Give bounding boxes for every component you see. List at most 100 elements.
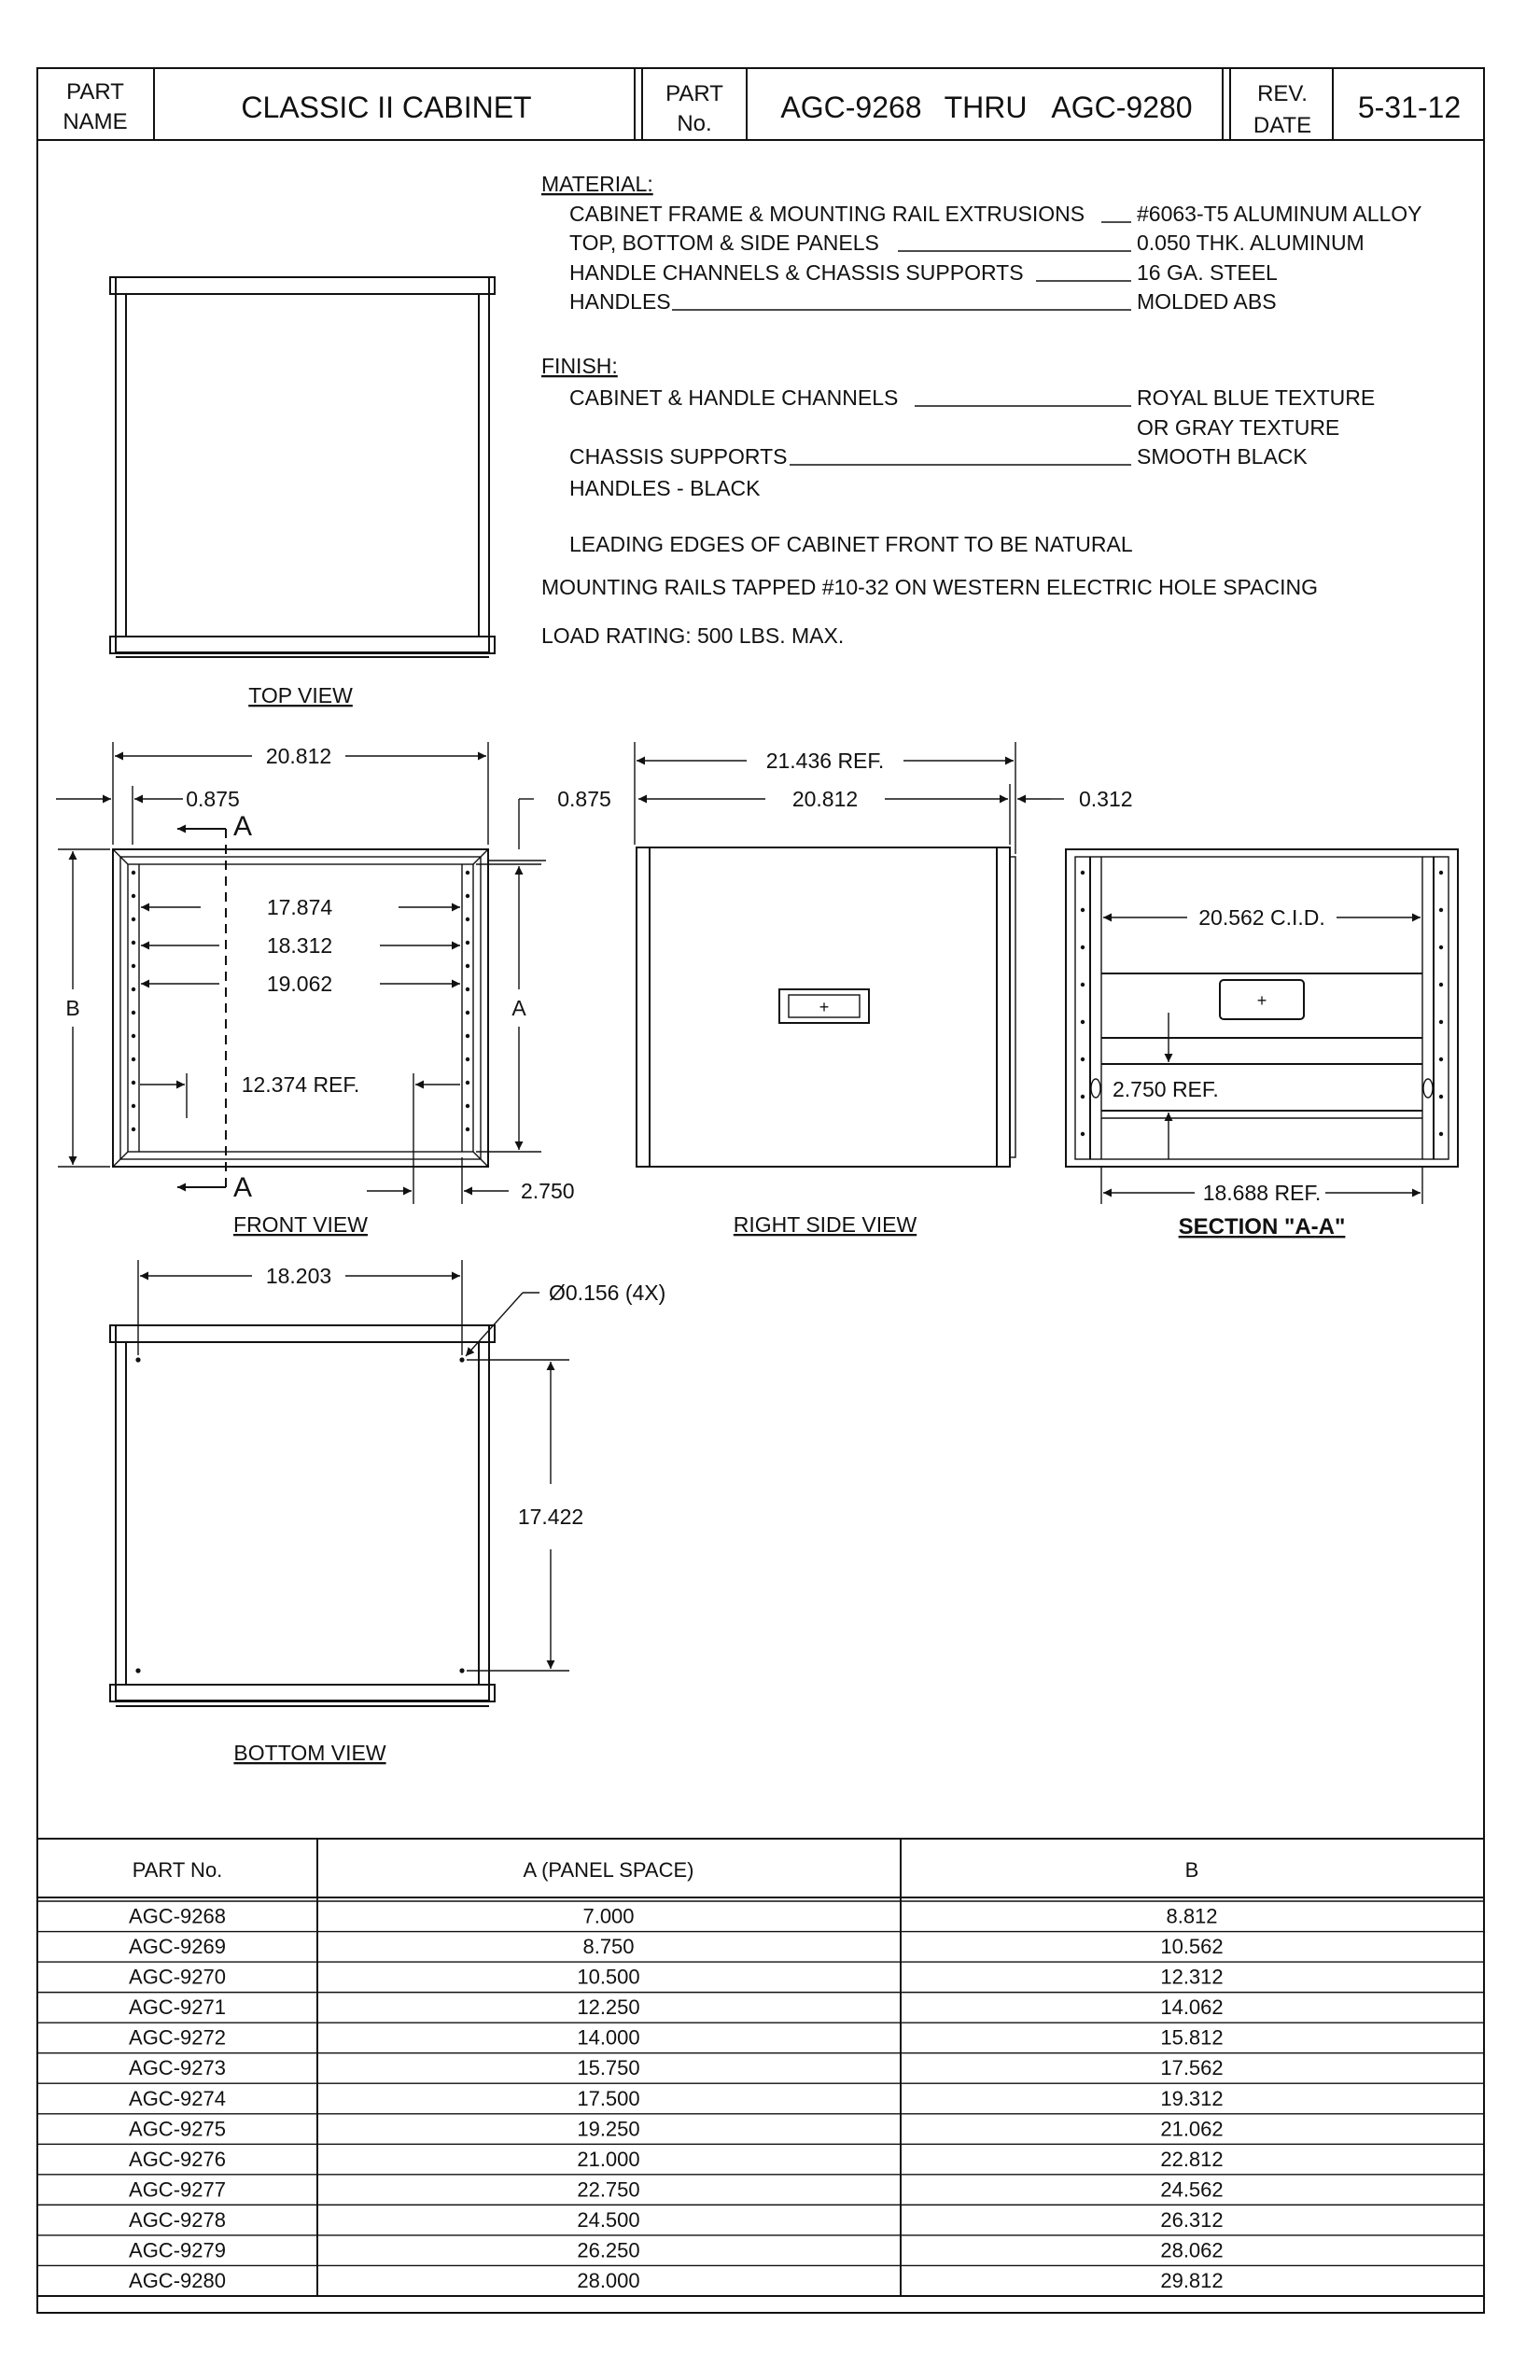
- table-cell-a: 28.000: [577, 2269, 639, 2292]
- dim-side-depth: 20.812: [792, 787, 858, 811]
- table-cell-part-no: AGC-9275: [129, 2117, 226, 2140]
- table-header-b: B: [1185, 1858, 1199, 1882]
- left-rail-holes: [131, 870, 136, 1132]
- note-leading-edges: LEADING EDGES OF CABINET FRONT TO BE NAT…: [569, 532, 1133, 556]
- top-view: TOP VIEW: [109, 276, 496, 707]
- front-view-label: FRONT VIEW: [233, 1212, 368, 1237]
- table-cell-a: 14.000: [577, 2026, 639, 2050]
- table-cell-part-no: AGC-9280: [129, 2269, 226, 2292]
- table-row: AGC-9273 15.750 17.562: [129, 2056, 1224, 2079]
- section-a-a: + 20.562 C.I.D. 2.750 REF. 18.688 REF. S…: [1065, 848, 1459, 1239]
- section-mark-top: A: [233, 811, 252, 842]
- table-cell-part-no: AGC-9279: [129, 2238, 226, 2261]
- table-row: AGC-9270 10.500 12.312: [129, 1966, 1224, 1989]
- table-row: AGC-9279 26.250 28.062: [129, 2238, 1224, 2261]
- table-cell-part-no: AGC-9271: [129, 1995, 226, 2019]
- dim-section-ref-height: 2.750 REF.: [1113, 1077, 1219, 1101]
- table-cell-a: 22.750: [577, 2177, 639, 2201]
- bottom-view-label: BOTTOM VIEW: [233, 1741, 385, 1765]
- part-no-label-2: No.: [677, 111, 711, 136]
- dim-bottom-width: 18.203: [266, 1264, 331, 1288]
- top-view-label: TOP VIEW: [248, 683, 353, 707]
- part-no-thru: THRU: [945, 91, 1028, 124]
- dim-height-a: A: [511, 996, 526, 1020]
- section-mark-bottom: A: [233, 1172, 252, 1203]
- table-cell-a: 15.750: [577, 2056, 639, 2079]
- finish-spec-2: SMOOTH BLACK: [1137, 444, 1308, 469]
- table-cell-part-no: AGC-9278: [129, 2208, 226, 2232]
- section-label: SECTION "A-A": [1179, 1214, 1346, 1239]
- dim-front-bottom: 2.750: [521, 1179, 575, 1203]
- table-cell-a: 10.500: [577, 1966, 639, 1989]
- material-spec-1: #6063-T5 ALUMINUM ALLOY: [1137, 202, 1422, 226]
- table-cell-b: 17.562: [1160, 2056, 1223, 2079]
- finish-item-1: CABINET & HANDLE CHANNELS: [569, 385, 898, 410]
- part-no-from: AGC-9268: [780, 91, 921, 124]
- table-cell-b: 14.062: [1160, 1995, 1223, 2019]
- table-cell-b: 22.812: [1160, 2148, 1223, 2171]
- table-cell-part-no: AGC-9274: [129, 2087, 226, 2110]
- right-side-view: + 21.436 REF. 20.812 0.312 RIGHT SIDE VI…: [634, 742, 1133, 1237]
- part-no-to: AGC-9280: [1051, 91, 1192, 124]
- part-no-label-1: PART: [665, 81, 723, 106]
- rev-label-1: REV.: [1257, 81, 1308, 106]
- table-cell-b: 21.062: [1160, 2117, 1223, 2140]
- table-cell-b: 29.812: [1160, 2269, 1223, 2292]
- dim-inner-1: 17.874: [267, 895, 333, 919]
- table-cell-a: 26.250: [577, 2238, 639, 2261]
- table-cell-part-no: AGC-9277: [129, 2177, 226, 2201]
- side-handle: +: [778, 988, 870, 1024]
- table-row: AGC-9277 22.750 24.562: [129, 2177, 1224, 2201]
- table-cell-a: 17.500: [577, 2087, 639, 2110]
- material-item-3: HANDLE CHANNELS & CHASSIS SUPPORTS: [569, 260, 1024, 285]
- material-spec-3: 16 GA. STEEL: [1137, 260, 1278, 285]
- section-handle: +: [1219, 979, 1305, 1020]
- drawing-border: [36, 67, 1485, 2314]
- section-handle-symbol: +: [1257, 991, 1267, 1010]
- material-item-2: TOP, BOTTOM & SIDE PANELS: [569, 231, 879, 255]
- dim-bottom-holes: Ø0.156 (4X): [549, 1281, 665, 1305]
- table-cell-b: 8.812: [1166, 1905, 1217, 1928]
- note-load-rating: LOAD RATING: 500 LBS. MAX.: [541, 623, 844, 648]
- dim-bottom-depth: 17.422: [518, 1505, 583, 1529]
- table-header-part-no: PART No.: [133, 1858, 223, 1882]
- front-view: A A 20.812 0.875 0.875 17.874 18.312 19.…: [56, 742, 611, 1237]
- dim-side-overall: 21.436 REF.: [766, 749, 885, 773]
- dim-section-ref-width: 18.688 REF.: [1203, 1181, 1322, 1205]
- rev-label-2: DATE: [1253, 113, 1311, 138]
- table-cell-b: 19.312: [1160, 2087, 1223, 2110]
- table-cell-b: 24.562: [1160, 2177, 1223, 2201]
- table-row-dividers: [37, 1930, 1484, 2267]
- table-cell-b: 12.312: [1160, 1966, 1223, 1989]
- bottom-holes: [135, 1357, 465, 1673]
- dim-front-width: 20.812: [266, 744, 331, 768]
- table-cell-part-no: AGC-9276: [129, 2148, 226, 2171]
- table-cell-part-no: AGC-9272: [129, 2026, 226, 2050]
- table-cell-part-no: AGC-9270: [129, 1966, 226, 1989]
- table-cell-b: 28.062: [1160, 2238, 1223, 2261]
- dim-inner-ref: 12.374 REF.: [242, 1072, 360, 1097]
- title-block: PART NAME CLASSIC II CABINET PART No. AG…: [37, 68, 1484, 141]
- side-handle-symbol: +: [819, 998, 830, 1016]
- dim-front-right-offset: 0.875: [557, 787, 611, 811]
- table-row: AGC-9274 17.500 19.312: [129, 2087, 1224, 2110]
- table-cell-part-no: AGC-9273: [129, 2056, 226, 2079]
- table-cell-part-no: AGC-9268: [129, 1905, 226, 1928]
- part-name-value: CLASSIC II CABINET: [241, 91, 531, 124]
- material-spec-4: MOLDED ABS: [1137, 289, 1277, 314]
- part-name-label-2: NAME: [63, 109, 127, 134]
- finish-heading: FINISH:: [541, 354, 618, 378]
- dim-inner-3: 19.062: [267, 972, 332, 996]
- table-row: AGC-9280 28.000 29.812: [129, 2269, 1224, 2292]
- dim-side-lip: 0.312: [1079, 787, 1133, 811]
- table-cell-b: 15.812: [1160, 2026, 1223, 2050]
